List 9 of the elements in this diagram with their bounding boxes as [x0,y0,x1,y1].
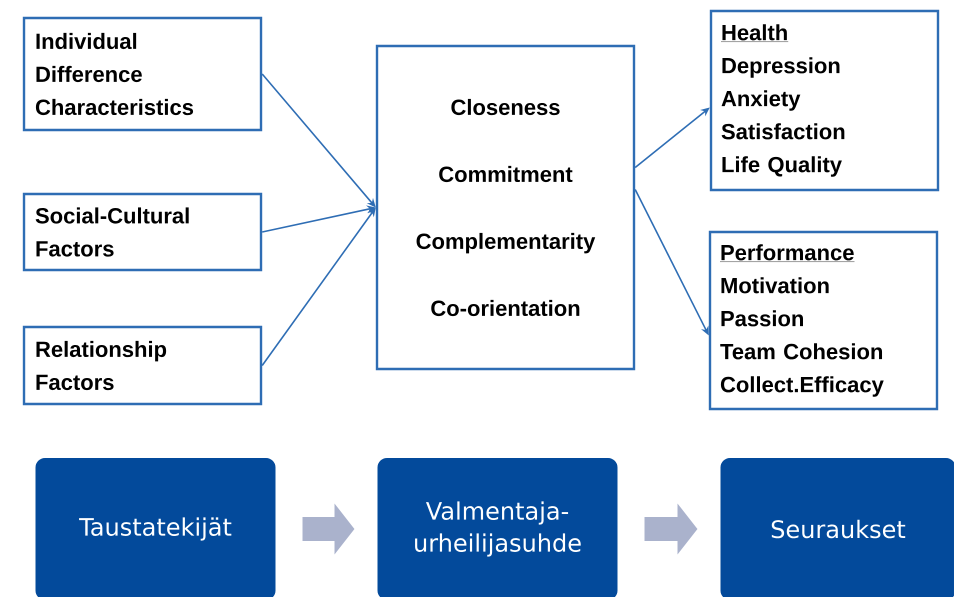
stage-box: Seuraukset [720,457,954,597]
outcome-box: Performance Motivation Passion Team Cohesion Collect.Efficacy [708,230,938,410]
factor-box: Social-Cultural Factors [22,192,262,272]
relationship-box: Closeness Commitment Complementarity Co-orientation [376,44,636,370]
outcome-box: Health Depression Anxiety Satisfaction Life Quality [710,10,940,192]
factor-box: Individual Difference Characteristics [22,16,262,132]
stage-box: Valmentaja-urheilijasuhde [376,457,618,597]
factor-box: Relationship Factors [22,326,262,406]
stage-box: Taustatekijät [34,457,276,597]
